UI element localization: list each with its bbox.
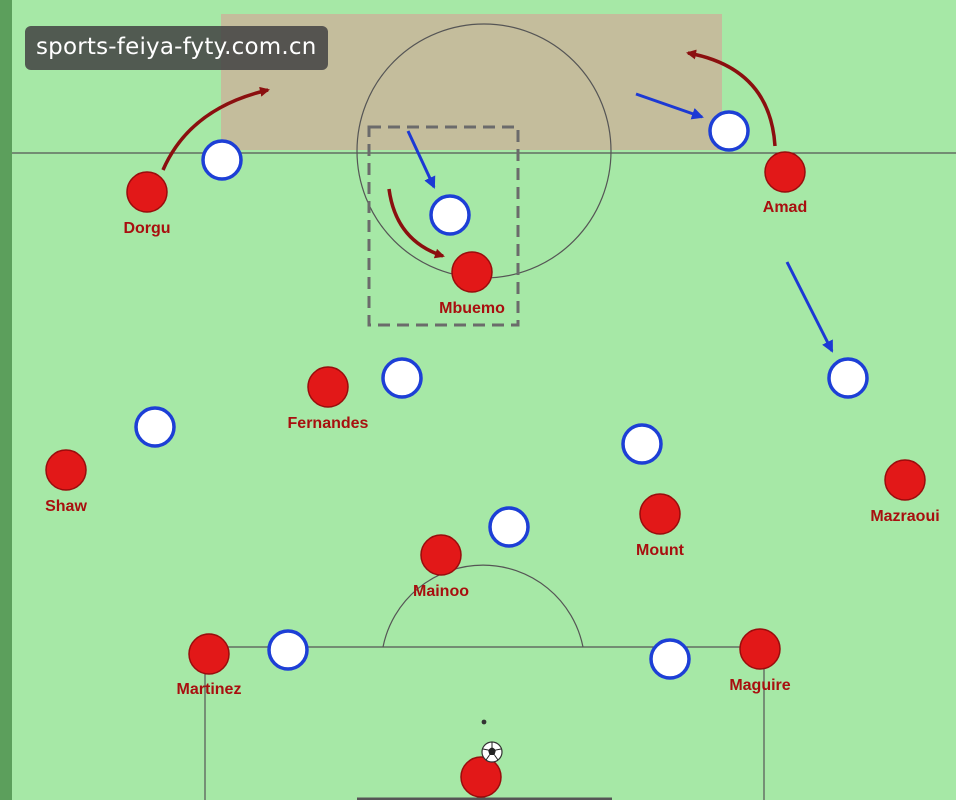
red-arrow-mbuemo xyxy=(387,188,445,259)
blue-arrow-1 xyxy=(406,130,436,189)
red-player-fernandes xyxy=(307,366,349,408)
red-player-mazraoui xyxy=(884,459,926,501)
red-arrow-amad xyxy=(686,49,777,147)
label-maguire: Maguire xyxy=(729,677,790,694)
red-player-goalkeeper xyxy=(460,756,502,798)
blue-player xyxy=(201,139,243,181)
blue-player xyxy=(621,423,663,465)
red-player-mainoo xyxy=(420,534,462,576)
penalty-box xyxy=(204,646,765,800)
penalty-spot xyxy=(481,719,487,725)
label-mainoo: Mainoo xyxy=(413,583,469,600)
label-fernandes: Fernandes xyxy=(288,415,369,432)
blue-player xyxy=(708,110,750,152)
blue-arrow-2 xyxy=(635,92,704,120)
blue-player xyxy=(429,194,471,236)
red-players xyxy=(45,151,926,798)
label-amad: Amad xyxy=(763,199,807,216)
blue-players xyxy=(134,110,869,680)
label-dorgu: Dorgu xyxy=(123,220,170,237)
blue-arrow-3 xyxy=(785,261,834,353)
red-player-mbuemo xyxy=(451,251,493,293)
blue-player xyxy=(488,506,530,548)
red-player-martinez xyxy=(188,633,230,675)
dashed-zone xyxy=(367,125,520,327)
soccer-ball-icon xyxy=(481,741,503,763)
blue-player xyxy=(649,638,691,680)
red-player-dorgu xyxy=(126,171,168,213)
penalty-arc xyxy=(382,564,584,648)
blue-player xyxy=(827,357,869,399)
blue-player xyxy=(134,406,176,448)
label-mount: Mount xyxy=(636,542,685,559)
red-player-shaw xyxy=(45,449,87,491)
red-player-mount xyxy=(639,493,681,535)
red-player-amad xyxy=(764,151,806,193)
blue-player xyxy=(267,629,309,671)
label-mbuemo: Mbuemo xyxy=(439,300,505,317)
red-arrow-dorgu xyxy=(161,86,270,171)
left-side-strip xyxy=(0,0,12,800)
label-martinez: Martinez xyxy=(177,681,242,698)
red-player-maguire xyxy=(739,628,781,670)
watermark: sports-feiya-fyty.com.cn xyxy=(25,26,329,70)
blue-player xyxy=(381,357,423,399)
label-mazraoui: Mazraoui xyxy=(870,508,939,525)
label-shaw: Shaw xyxy=(45,498,87,515)
